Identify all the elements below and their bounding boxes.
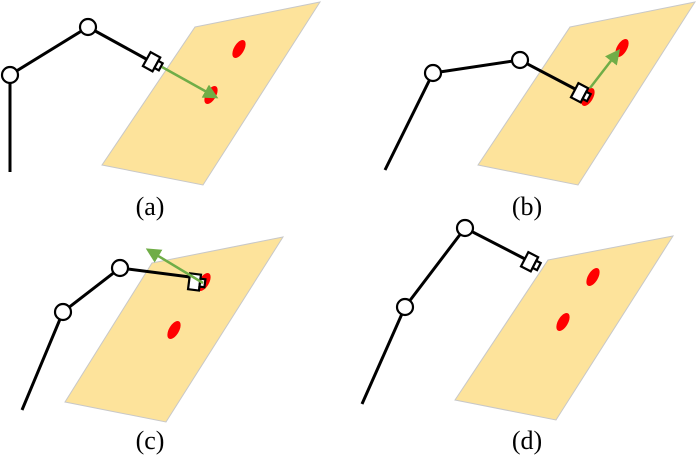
panel-b	[383, 1, 697, 186]
joint-icon	[455, 218, 475, 238]
motion-arrow	[145, 248, 204, 285]
target-spot	[167, 320, 181, 340]
joint-icon	[78, 17, 98, 37]
joint-icon	[110, 258, 130, 278]
gripper-tip	[152, 59, 165, 72]
gripper-icon	[569, 81, 593, 104]
joint-icon	[0, 65, 20, 85]
joint-icon	[423, 63, 443, 83]
motion-arrow	[589, 49, 621, 89]
panel-label-c: (c)	[135, 426, 165, 455]
panel-label-d: (d)	[511, 426, 543, 455]
robot-arm-links	[360, 226, 528, 405]
motion-arrow	[161, 65, 219, 99]
panel-label-a: (a)	[135, 192, 165, 221]
gripper-icon	[519, 250, 543, 273]
gripper-tip	[581, 90, 593, 103]
joint-icon	[53, 302, 73, 322]
joint-icon	[395, 297, 415, 317]
target-spot	[556, 312, 570, 332]
panel-c	[20, 236, 285, 423]
panel-a	[0, 1, 322, 186]
robot-arm-links	[20, 266, 191, 411]
target-spot	[232, 39, 246, 59]
joint-icon	[510, 50, 530, 70]
panel-d	[360, 218, 675, 421]
gripper-tip	[531, 259, 543, 272]
robot-arm-links	[8, 25, 149, 172]
gripper-icon	[141, 50, 165, 73]
robot-arm-links	[383, 58, 578, 171]
panel-label-b: (b)	[511, 192, 543, 221]
target-spot	[586, 267, 600, 287]
